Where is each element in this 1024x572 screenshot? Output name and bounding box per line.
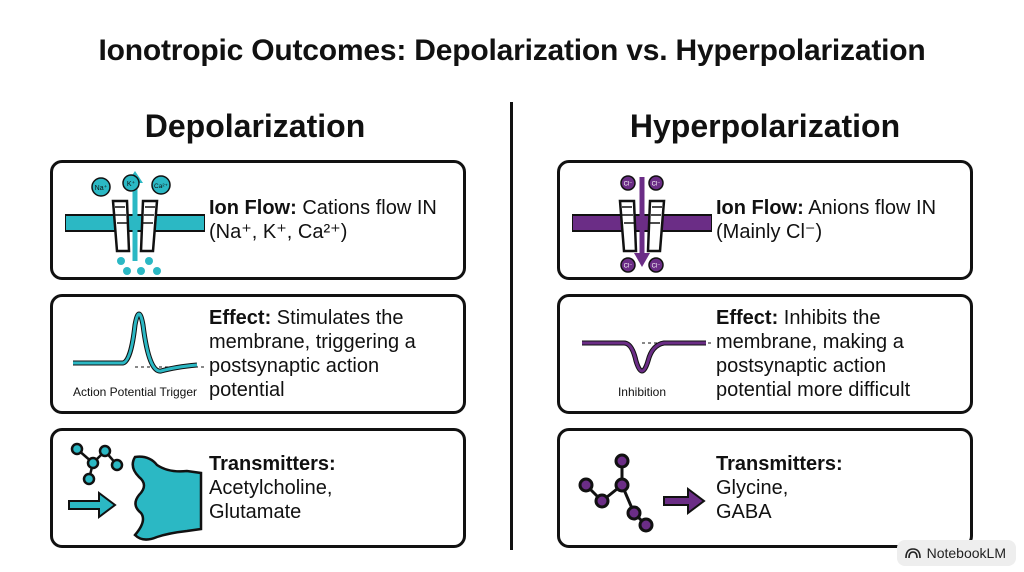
transmitter-name: GABA	[716, 501, 772, 523]
transmitters-label: Transmitters:	[716, 453, 843, 475]
ion-channel-cation-icon: Na⁺ K⁺ Ca²⁺	[65, 171, 205, 275]
ion-flow-label: Ion Flow:	[209, 197, 297, 219]
badge-label: NotebookLM	[926, 545, 1006, 561]
effect-text: Effect: Inhibits the membrane, making a …	[716, 297, 962, 411]
ion-label: Na⁺	[95, 184, 108, 192]
hyperpolarization-effect-card: Inhibition Effect: Inhibits the membrane…	[557, 294, 973, 414]
transmitters-text: Transmitters: Acetylcholine, Glutamate	[209, 431, 455, 545]
effect-text: Effect: Stimulates the membrane, trigger…	[209, 297, 455, 411]
depolarization-heading: Depolarization	[144, 108, 366, 144]
column-divider	[510, 102, 513, 550]
inhibition-curve-icon	[582, 340, 712, 374]
ion-flow-description: Anions flow IN (Mainly Cl⁻)	[716, 197, 937, 243]
ion-channel-anion-icon: Cl⁻ Cl⁻ Cl⁻ Cl⁻	[572, 175, 712, 273]
hyperpolarization-ion-flow-card: Cl⁻ Cl⁻ Cl⁻ Cl⁻ Ion Flow: Anions flow IN…	[557, 160, 973, 280]
action-potential-curve-icon	[73, 311, 205, 374]
hyperpolarization-heading: Hyperpolarization	[629, 108, 901, 144]
transmitters-text: Transmitters: Glycine, GABA	[716, 431, 962, 545]
transmitter-name: Acetylcholine,	[209, 477, 333, 499]
ion-flow-description: Cations flow IN (Na⁺, K⁺, Ca²⁺)	[209, 197, 437, 243]
notebooklm-badge: NotebookLM	[896, 540, 1016, 566]
effect-label: Effect:	[716, 307, 779, 329]
page-title: Ionotropic Outcomes: Depolarization vs. …	[98, 34, 926, 67]
hyperpolarization-transmitters-card: Transmitters: Glycine, GABA	[557, 428, 973, 548]
ion-label: K⁺	[127, 180, 136, 188]
depolarization-effect-card: Action Potential Trigger Effect: Stimula…	[50, 294, 466, 414]
molecule-arrow-icon	[578, 453, 706, 533]
synapse-molecule-icon	[68, 442, 203, 541]
depolarization-ion-flow-card: Na⁺ K⁺ Ca²⁺ Ion Flow: Cations flow IN (N…	[50, 160, 466, 280]
ion-label: Cl⁻	[624, 182, 633, 188]
transmitter-name: Glycine,	[716, 477, 789, 499]
depolarization-transmitters-card: Transmitters: Acetylcholine, Glutamate	[50, 428, 466, 548]
effect-description: Stimulates the membrane, triggering a po…	[209, 307, 416, 401]
action-potential-caption: Action Potential Trigger	[72, 385, 198, 399]
effect-description: Inhibits the membrane, making a postsyna…	[716, 307, 911, 401]
notebooklm-logo-icon	[904, 548, 921, 559]
effect-label: Effect:	[209, 307, 272, 329]
transmitter-name: Glutamate	[209, 501, 302, 523]
ion-label: Ca²⁺	[154, 183, 168, 190]
inhibition-caption: Inhibition	[617, 385, 667, 399]
transmitters-label: Transmitters:	[209, 453, 336, 475]
ion-label: Cl⁻	[624, 264, 633, 270]
ion-flow-text: Ion Flow: Cations flow IN (Na⁺, K⁺, Ca²⁺…	[209, 163, 455, 277]
ion-label: Cl⁻	[652, 264, 661, 270]
ion-flow-text: Ion Flow: Anions flow IN (Mainly Cl⁻)	[716, 163, 962, 277]
ion-label: Cl⁻	[652, 182, 661, 188]
ion-flow-label: Ion Flow:	[716, 197, 804, 219]
